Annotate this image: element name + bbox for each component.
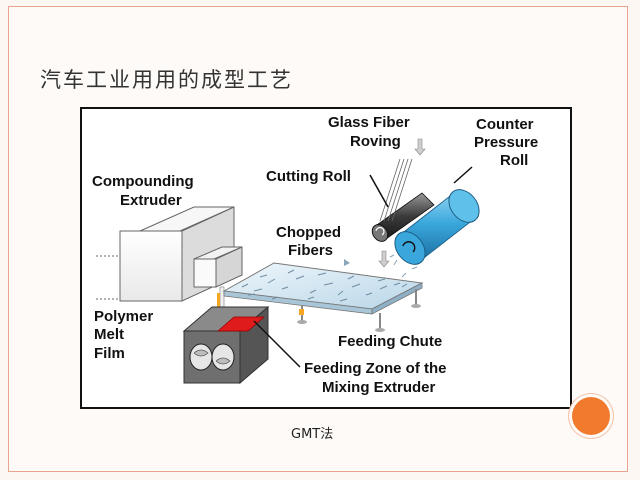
roving-arrow [414,138,426,156]
label-feeding-zone-line2: Mixing Extruder [322,379,436,396]
label-compounding-line2: Extruder [120,192,182,209]
glass-fiber-roving [379,158,413,222]
decorative-orange-circle [572,397,610,435]
melt-film-heater [217,293,220,307]
label-polymer-line3: Film [94,345,125,362]
label-glass-line1: Glass Fiber [328,114,410,131]
compounding-extruder-shape [119,206,243,302]
label-counter-line2: Pressure [474,134,538,151]
label-chopped-line1: Chopped [276,224,341,241]
label-feeding-chute: Feeding Chute [338,333,442,350]
counter-pressure-roll-shape [394,189,480,265]
fiber-arrow [344,259,350,266]
diagram-figure: Compounding Extruder Polymer Melt Film C… [80,107,572,409]
chute-arrow [378,250,390,268]
melt-film-strand [219,286,225,308]
cutting-roll-leader [369,174,389,208]
figure-caption: GMT法 [291,427,334,442]
label-feeding-zone-line1: Feeding Zone of the [304,360,447,377]
feeding-zone-leader [253,320,301,368]
label-compounding-line1: Compounding [92,173,194,190]
gmt-process-diagram: Compounding Extruder Polymer Melt Film C… [92,114,538,396]
feeding-chute-plate [222,262,424,332]
counter-roll-leader [453,166,473,184]
label-counter-line1: Counter [476,116,534,133]
label-polymer-line1: Polymer [94,308,153,325]
mixing-extruder-shape [182,305,270,385]
label-chopped-line2: Fibers [288,242,333,259]
label-cutting-roll: Cutting Roll [266,168,351,185]
feeding-zone-opening [216,316,266,332]
slide-title: 汽车工业用用的成型工艺 [40,68,293,92]
cutting-roll-shape [371,192,435,242]
label-counter-line3: Roll [500,152,528,169]
label-glass-line2: Roving [350,133,401,150]
label-polymer-line2: Melt [94,326,124,343]
